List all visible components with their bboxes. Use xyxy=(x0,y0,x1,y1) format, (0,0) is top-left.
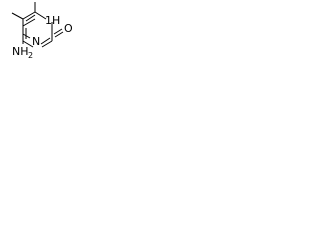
bond-n3-c2 xyxy=(41,40,53,48)
label-oxygen: O xyxy=(64,22,73,35)
canvas-background xyxy=(0,0,88,81)
bond-c4-n3 xyxy=(22,40,34,48)
bond-n3-c2-double xyxy=(40,37,51,45)
bond-methyl-left xyxy=(11,12,24,20)
label-ring-nh: 1H xyxy=(45,14,60,27)
bond-c6-c5-double xyxy=(25,14,36,22)
bond-c2-o-double xyxy=(54,31,64,38)
bond-c4-n3-b xyxy=(22,33,31,39)
label-amine: NH xyxy=(12,45,29,58)
label-ring-n: N xyxy=(32,35,40,48)
bond-n1-c6 xyxy=(34,11,47,20)
label-amine-subscript: 2 xyxy=(28,51,33,60)
molecule-diagram: 1H N O NH 2 xyxy=(0,0,88,81)
bond-c2-o xyxy=(53,28,63,35)
bond-c6-c5 xyxy=(22,18,36,27)
bond-c6-c5-b xyxy=(22,11,36,20)
